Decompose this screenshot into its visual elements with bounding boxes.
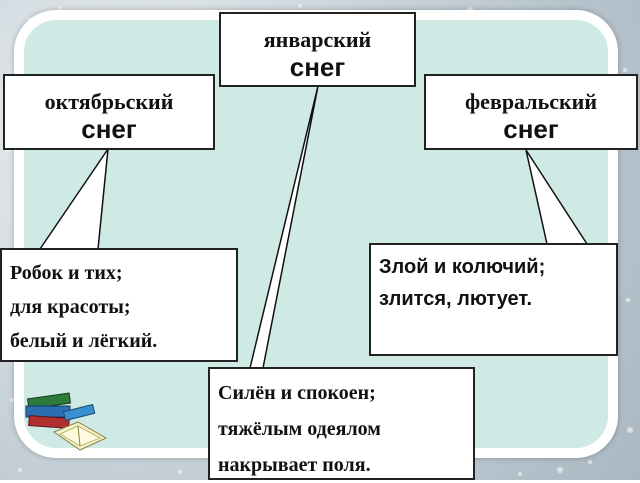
books-icon xyxy=(25,392,108,451)
february-description-line: Злой и колючий; xyxy=(379,256,546,278)
october-title-line2: снег xyxy=(81,114,137,144)
february-snow-box: февральский снег xyxy=(424,74,638,150)
february-description-box: Злой и колючий; злится, лютует. xyxy=(369,243,618,356)
october-description-line: Робок и тих; xyxy=(10,262,123,284)
callout-connector-october xyxy=(38,148,109,250)
october-description-line: белый и лёгкий. xyxy=(10,330,158,352)
october-description-line: для красоты; xyxy=(10,296,131,318)
callout-connector-january xyxy=(249,85,319,369)
january-description-line: тяжёлым одеялом xyxy=(218,418,381,440)
october-title-line1: октябрьский xyxy=(44,89,174,114)
january-snow-box: январский снег xyxy=(219,12,416,87)
january-description-line: Силён и спокоен; xyxy=(218,382,376,404)
january-title-line2: снег xyxy=(289,52,346,82)
february-title-line2: снег xyxy=(503,114,559,144)
october-description-box: Робок и тих; для красоты; белый и лёгкий… xyxy=(0,248,238,362)
january-description-line: накрывает поля. xyxy=(218,454,371,476)
february-description-line: злится, лютует. xyxy=(379,288,533,310)
callout-connector-february xyxy=(525,149,589,245)
october-snow-box: октябрьский снег xyxy=(3,74,215,150)
february-title-line1: февральский xyxy=(464,89,598,114)
january-description-box: Силён и спокоен; тяжёлым одеялом накрыва… xyxy=(208,367,475,480)
january-title-line1: январский xyxy=(263,27,372,52)
